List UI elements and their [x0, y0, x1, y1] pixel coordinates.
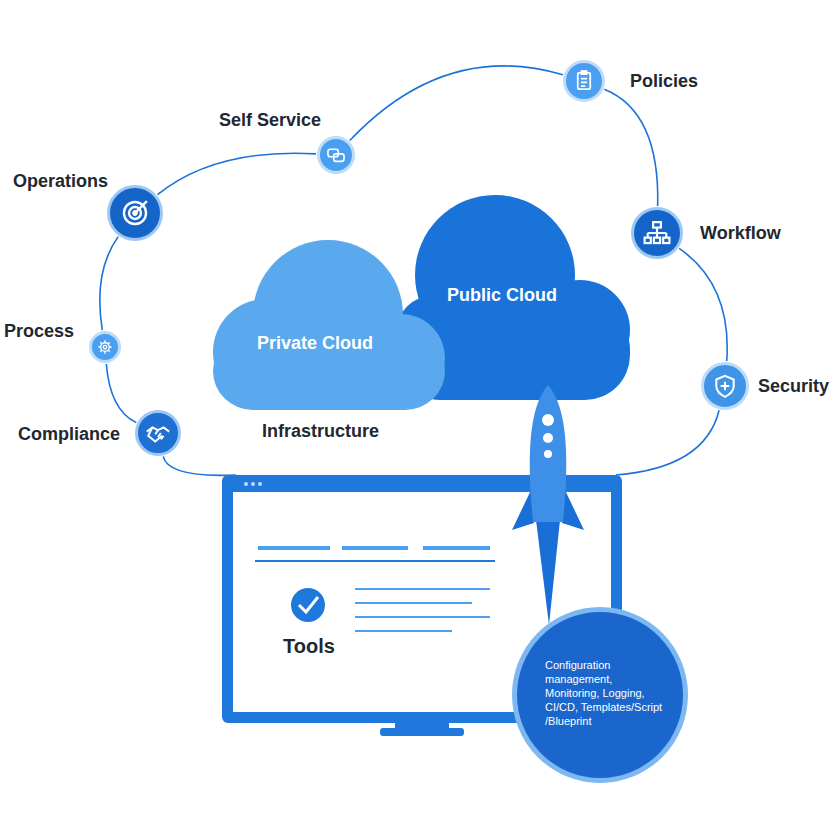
disc-text: Configuration management, Monitoring, Lo…	[545, 658, 663, 728]
icon-circle: Workflow	[631, 207, 683, 259]
node-label: Workflow	[700, 223, 781, 244]
cloud-outline	[208, 240, 445, 410]
icon-glyph	[572, 69, 597, 94]
icon-glyph	[642, 218, 673, 249]
loop-connector	[158, 153, 317, 195]
icon-glyph	[96, 338, 115, 357]
icon-circle: Process	[89, 331, 121, 363]
node-label: Operations	[13, 171, 108, 192]
loop-connector	[604, 89, 657, 206]
icon-glyph	[325, 144, 348, 167]
icon-glyph	[118, 196, 152, 230]
free-label: Infrastructure	[262, 421, 379, 442]
node-label: Process	[4, 321, 74, 342]
loop-connector	[163, 456, 236, 475]
icon-circle: Policies	[563, 60, 605, 102]
node-label: Security	[758, 376, 829, 397]
info-disc: Configuration management, Monitoring, Lo…	[512, 607, 688, 783]
cloud-label: Public Cloud	[447, 285, 557, 306]
loop-connector	[679, 248, 727, 361]
loop-connector	[100, 237, 118, 331]
node-label: Self Service	[219, 110, 321, 131]
icon-glyph	[144, 419, 172, 447]
tools-label: Tools	[283, 635, 335, 658]
icon-glyph	[711, 372, 740, 401]
icon-circle: Operations	[107, 185, 163, 241]
cloud-label: Private Cloud	[257, 333, 373, 354]
node-label: Policies	[630, 71, 698, 92]
node-label: Compliance	[18, 424, 120, 445]
loop-connector	[106, 364, 136, 423]
icon-circle: Self Service	[317, 136, 355, 174]
loop-connector	[616, 410, 719, 475]
icon-circle: Compliance	[135, 410, 181, 456]
rocket-illustration	[500, 380, 600, 630]
icon-circle: Security	[701, 362, 749, 410]
cloud-shape: Private Cloud	[208, 240, 445, 410]
loop-connector	[350, 66, 563, 141]
